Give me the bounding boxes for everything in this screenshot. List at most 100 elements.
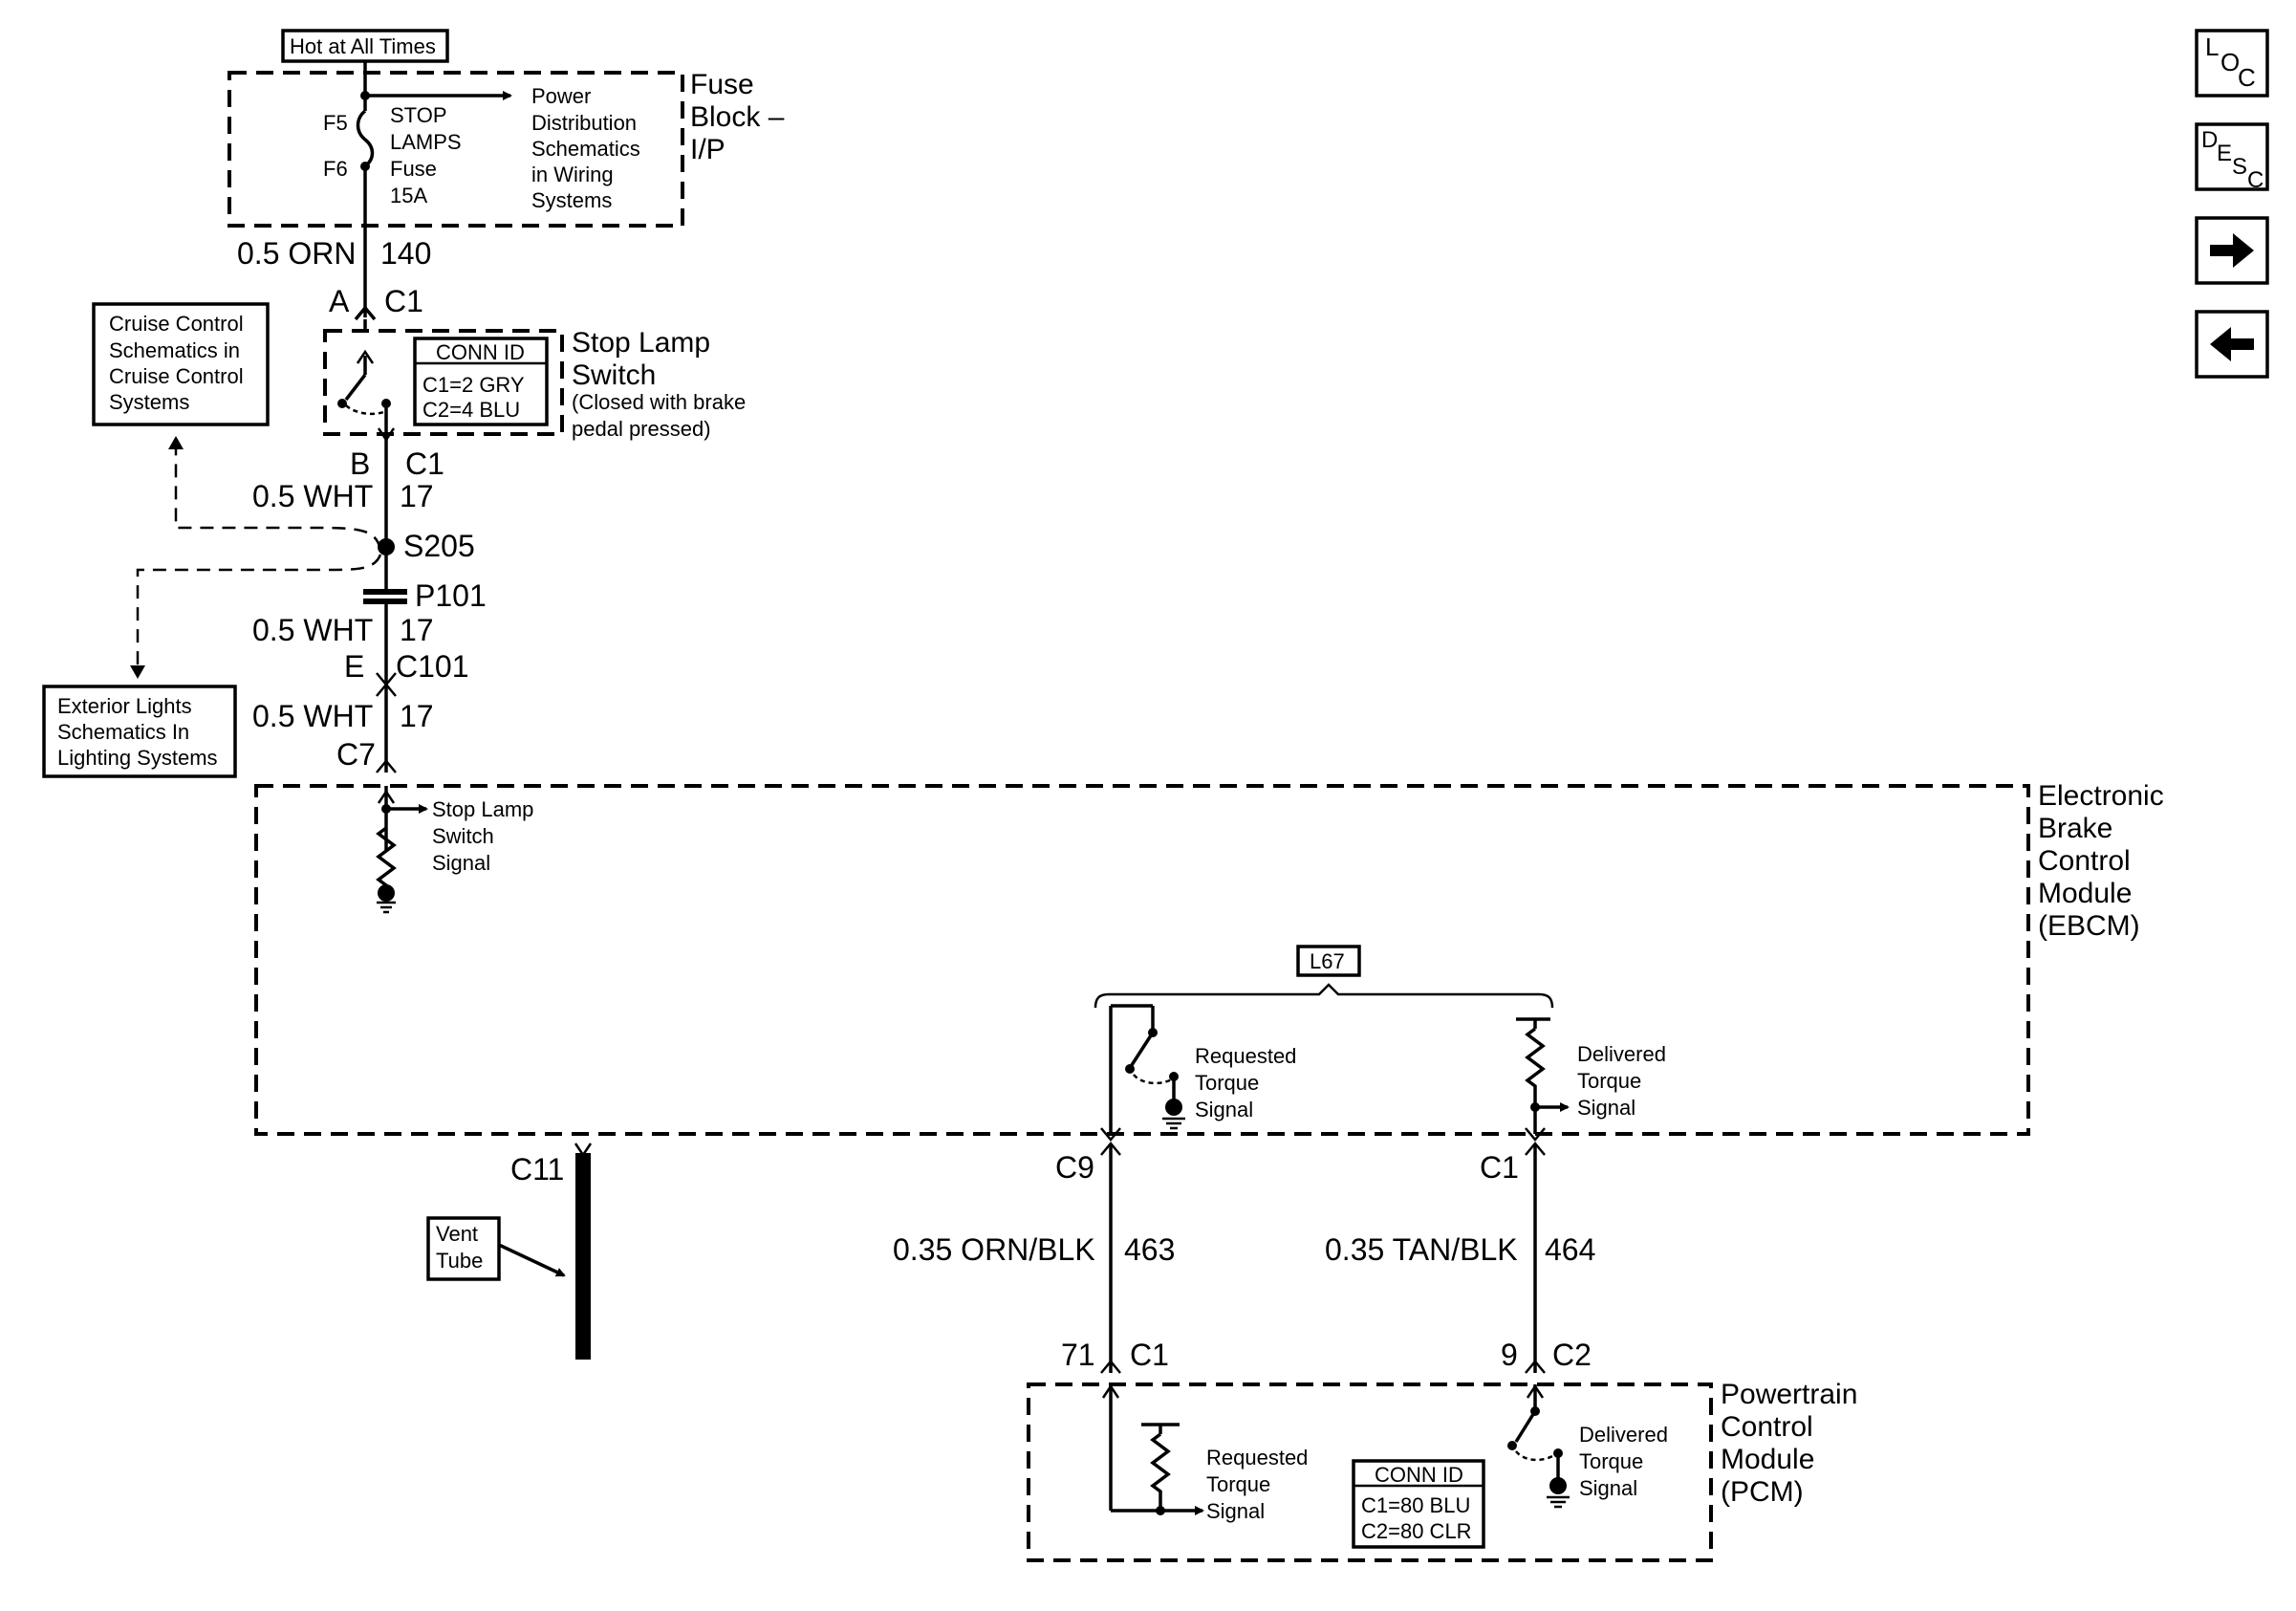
pcm-req-1: Requested xyxy=(1206,1446,1308,1469)
fuse-line-4: 15A xyxy=(390,184,427,207)
stop-switch-conn-id-title: CONN ID xyxy=(436,340,525,364)
power-dist-3: Schematics xyxy=(531,137,640,161)
pcm-req-3: Signal xyxy=(1206,1499,1265,1523)
fuse-symbol xyxy=(356,109,375,168)
fuse-block-name-2: Block – xyxy=(690,101,785,133)
vent-tube-bar xyxy=(575,1153,591,1360)
pcm-requested-resistor xyxy=(1150,1432,1171,1511)
p101-label: P101 xyxy=(415,578,487,613)
ebcm-del-2: Torque xyxy=(1577,1069,1641,1093)
ebcm-stop-signal-1: Stop Lamp xyxy=(432,797,533,821)
fuse-f5: F5 xyxy=(323,111,348,135)
loc-button[interactable]: L O C xyxy=(2195,29,2269,98)
l67-box xyxy=(1296,945,1361,977)
c1-ebcm-label: C1 xyxy=(1480,1150,1519,1185)
wire-140-gauge: 0.5 ORN xyxy=(237,236,356,271)
vent-tube-box xyxy=(426,1216,501,1281)
stop-switch-conn-id-2: C2=4 BLU xyxy=(422,398,520,422)
fuse-f6: F6 xyxy=(323,157,348,181)
wire-140-circuit: 140 xyxy=(380,236,431,271)
cruise-ref-2: Schematics in xyxy=(109,338,240,362)
exterior-lights-ref[interactable]: Exterior Lights Schematics In Lighting S… xyxy=(42,685,237,778)
desc-button[interactable]: D E S C xyxy=(2195,122,2269,193)
power-dist-4: in Wiring xyxy=(531,163,614,186)
wire-463-gauge: 0.35 ORN/BLK xyxy=(893,1232,1095,1267)
exterior-ref-2: Schematics In xyxy=(57,720,189,744)
wire-464-gauge: 0.35 TAN/BLK xyxy=(1325,1232,1518,1267)
conn-b-pin: B xyxy=(350,446,370,481)
c9-label: C9 xyxy=(1055,1150,1094,1185)
desc-s: S xyxy=(2232,154,2247,180)
cruise-control-ref[interactable]: Cruise Control Schematics in Cruise Cont… xyxy=(92,302,270,426)
vent-tube-1: Vent xyxy=(436,1222,478,1246)
pcm-conn-id-1: C1=80 BLU xyxy=(1361,1493,1470,1517)
desc-e: E xyxy=(2217,141,2232,166)
fuse-block-name-3: I/P xyxy=(690,134,726,165)
fuse-line-3: Fuse xyxy=(390,157,437,181)
pcm-conn-id-title: CONN ID xyxy=(1375,1463,1463,1487)
fuse-line-1: STOP xyxy=(390,103,447,127)
pcm-pin-71: 71 xyxy=(1061,1338,1095,1372)
circuit-463: C9 0.35 ORN/BLK 463 71 C1 xyxy=(893,1127,1175,1374)
stop-switch-boundary xyxy=(323,329,564,436)
wire-17c-gauge: 0.5 WHT xyxy=(252,699,373,733)
exterior-ref-1: Exterior Lights xyxy=(57,694,192,718)
connector-a-symbol xyxy=(354,305,377,321)
conn-b-c1: C1 xyxy=(405,446,444,481)
pcm-name-2: Control xyxy=(1721,1411,1813,1443)
ebcm-req-3: Signal xyxy=(1195,1098,1253,1121)
conn-a-pin: A xyxy=(329,284,350,318)
loc-c: C xyxy=(2238,63,2256,92)
cruise-ref-4: Systems xyxy=(109,390,189,414)
circuit-17: B C1 0.5 WHT 17 S205 P101 0.5 WHT 17 E C… xyxy=(252,440,487,773)
l67-label: L67 xyxy=(1310,949,1345,973)
pcm-conn-id-2: C2=80 CLR xyxy=(1361,1519,1472,1543)
pcm-del-2: Torque xyxy=(1579,1449,1643,1473)
stop-switch-name-1: Stop Lamp xyxy=(572,327,710,359)
ebcm-delivered-resistor xyxy=(1525,1027,1546,1134)
ebcm-name-1: Electronic xyxy=(2038,780,2164,812)
fuse-block: Hot at All Times Fuse Block – I/P F5 F6 … xyxy=(227,29,785,228)
pcm-del-1: Delivered xyxy=(1579,1423,1668,1447)
pcm-conn-c2: C2 xyxy=(1552,1338,1592,1372)
hot-label-box xyxy=(281,29,449,63)
fuse-block-boundary xyxy=(227,71,684,228)
wire-17c-circuit: 17 xyxy=(400,699,434,733)
vent-tube-2: Tube xyxy=(436,1249,483,1273)
pcm-conn-id xyxy=(1352,1459,1485,1549)
conn-e-c101: C101 xyxy=(396,649,469,684)
pcm-name-3: Module xyxy=(1721,1444,1814,1475)
wire-463-circuit: 463 xyxy=(1124,1232,1175,1267)
loc-o: O xyxy=(2220,48,2240,76)
desc-c: C xyxy=(2247,167,2264,193)
next-button[interactable] xyxy=(2195,216,2269,285)
arrow-right-icon xyxy=(2210,233,2254,268)
wire-464-circuit: 464 xyxy=(1545,1232,1595,1267)
cruise-ref-3: Cruise Control xyxy=(109,364,244,388)
wire-17a-gauge: 0.5 WHT xyxy=(252,479,373,513)
ebcm-stop-signal-2: Switch xyxy=(432,824,494,848)
ebcm-name-5: (EBCM) xyxy=(2038,910,2140,942)
stop-switch-note-2: pedal pressed) xyxy=(572,417,711,441)
pcm-module: Powertrain Control Module (PCM) Requeste… xyxy=(1027,1379,1857,1562)
ebcm-module: Electronic Brake Control Module (EBCM) S… xyxy=(254,780,2164,1136)
power-dist-1: Power xyxy=(531,84,591,108)
prev-button[interactable] xyxy=(2195,310,2269,379)
c11-label: C11 xyxy=(510,1152,564,1186)
ebcm-req-2: Torque xyxy=(1195,1071,1259,1095)
cruise-ref-1: Cruise Control xyxy=(109,312,244,336)
ebcm-stop-signal-3: Signal xyxy=(432,851,490,875)
ebcm-name-3: Control xyxy=(2038,845,2131,877)
stop-switch-conn-id-1: C1=2 GRY xyxy=(422,373,525,397)
circuit-464: C1 0.35 TAN/BLK 464 9 C2 xyxy=(1325,1127,1595,1374)
power-dist-2: Distribution xyxy=(531,111,637,135)
power-dist-5: Systems xyxy=(531,188,612,212)
stop-switch-name-2: Switch xyxy=(572,359,656,391)
desc-d: D xyxy=(2201,127,2218,153)
ebcm-boundary xyxy=(254,784,2030,1136)
vent-tube-section: C11 Vent Tube xyxy=(426,1143,593,1360)
hot-label: Hot at All Times xyxy=(290,34,436,58)
ebcm-name-2: Brake xyxy=(2038,813,2112,844)
ebcm-stop-resistor xyxy=(376,826,397,889)
